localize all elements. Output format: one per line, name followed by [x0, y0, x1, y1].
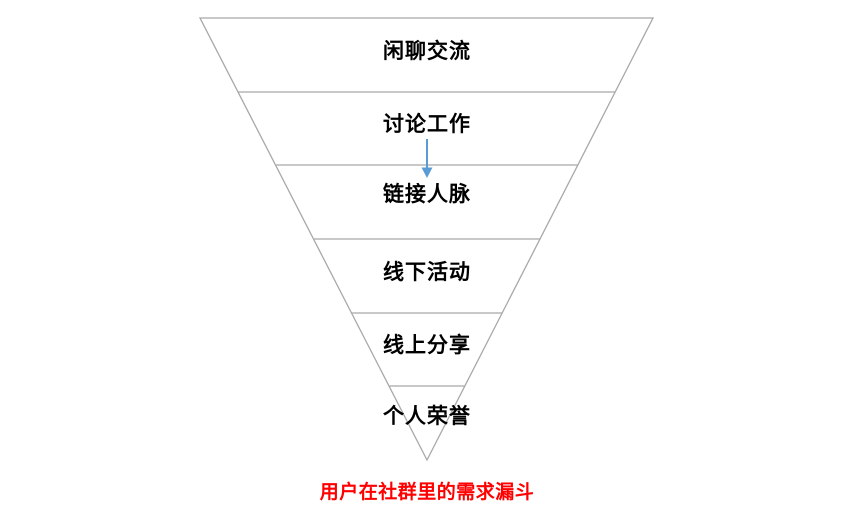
down-arrow-icon: [421, 139, 433, 178]
funnel-level-2-label: 讨论工作: [383, 113, 471, 136]
funnel-level-3-label: 链接人脉: [383, 183, 471, 206]
diagram-caption: 用户在社群里的需求漏斗: [319, 482, 535, 503]
funnel-level-4-label: 线下活动: [383, 261, 471, 284]
funnel-level-1-label: 闲聊交流: [383, 40, 471, 63]
funnel-level-6-label: 个人荣誉: [383, 405, 471, 428]
funnel-level-5-label: 线上分享: [383, 334, 471, 357]
